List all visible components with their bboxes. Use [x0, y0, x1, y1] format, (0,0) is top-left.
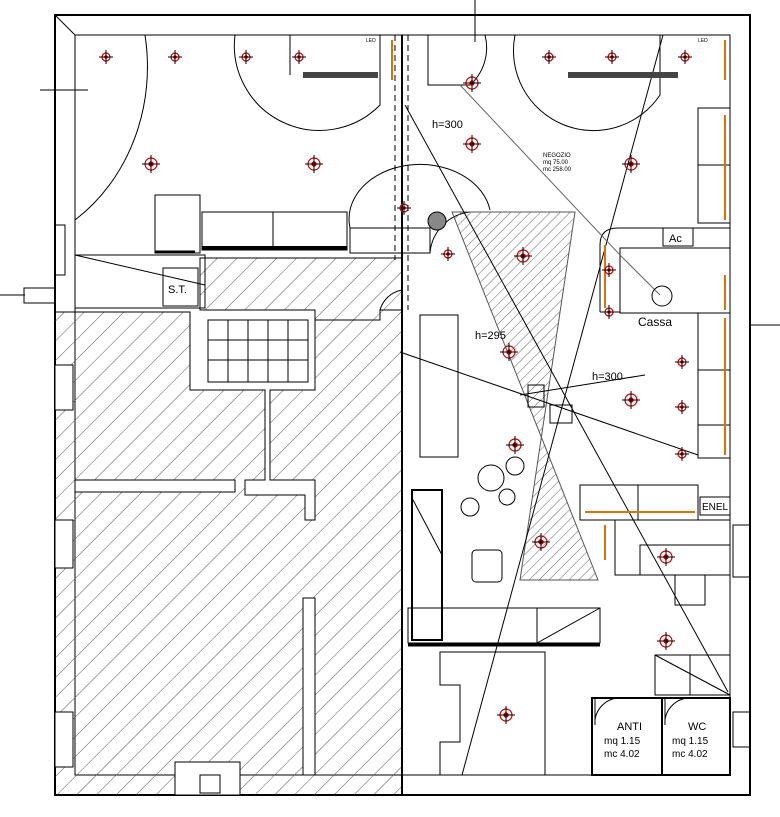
ceiling-light-icon — [675, 400, 689, 414]
ceiling-light-icon — [397, 201, 411, 215]
ceiling-light-icon — [602, 305, 616, 319]
ceiling-light-icon — [99, 50, 113, 64]
ceiling-light-icon — [657, 548, 675, 566]
ceiling-lights — [99, 50, 692, 724]
ceiling-light-icon — [168, 50, 182, 64]
ceiling-light-icon — [305, 155, 323, 173]
ceiling-light-icon — [675, 355, 689, 369]
ceiling-light-icon — [463, 74, 481, 92]
room-volume-negozio: mc 258.00 — [543, 167, 572, 173]
ceiling-light-icon — [532, 533, 550, 551]
ceiling-light-icon — [605, 50, 619, 64]
stairs — [207, 319, 309, 383]
room-area-negozio: mq 75.00 — [543, 160, 569, 166]
display-area — [451, 211, 599, 581]
ceiling-light-icon — [292, 50, 306, 64]
enel-label: ENEL — [702, 502, 729, 513]
led-label: LED — [366, 38, 376, 44]
led-label: LED — [698, 38, 708, 44]
ceiling-light-icon — [542, 50, 556, 64]
ceiling-light-icon — [142, 155, 160, 173]
ceiling-light-icon — [657, 632, 675, 650]
room-area-anti: mq 1.15 — [604, 736, 641, 747]
ceiling-light-icon — [463, 135, 481, 153]
room-volume-anti: mc 4.02 — [604, 749, 640, 760]
ceiling-light-icon — [239, 50, 253, 64]
room-volume-wc: mc 4.02 — [672, 749, 708, 760]
st-label: S.T. — [168, 284, 187, 296]
ceiling-light-icon — [678, 50, 692, 64]
ceiling-light-icon — [622, 155, 640, 173]
ceiling-height-label: h=300 — [592, 371, 623, 383]
cassa-label: Cassa — [638, 315, 672, 329]
ceiling-light-icon — [602, 263, 616, 277]
ceiling-light-icon — [500, 343, 518, 361]
room-title-anti: ANTI — [617, 721, 642, 733]
ceiling-light-icon — [514, 247, 532, 265]
ceiling-height-label: h=300 — [432, 119, 463, 131]
ceiling-height-label: h=295 — [475, 330, 506, 342]
ceiling-light-icon — [497, 706, 515, 724]
round-tables — [427, 211, 673, 517]
ceiling-light-icon — [675, 447, 689, 461]
room-area-wc: mq 1.15 — [672, 736, 709, 747]
partitions — [23, 35, 751, 795]
room-title-negozio: NEGOZIO — [543, 153, 571, 159]
led-strip-icon — [303, 40, 726, 560]
ac-label: Ac — [669, 233, 682, 245]
ceiling-light-icon — [622, 391, 640, 409]
plan-labels: h=300 h=295 h=300 NEGOZIO mq 75.00 mc 25… — [168, 38, 729, 760]
ceiling-light-icon — [506, 436, 524, 454]
room-title-wc: WC — [688, 721, 706, 733]
hatched-area — [54, 257, 403, 796]
ceiling-light-icon — [441, 247, 455, 261]
